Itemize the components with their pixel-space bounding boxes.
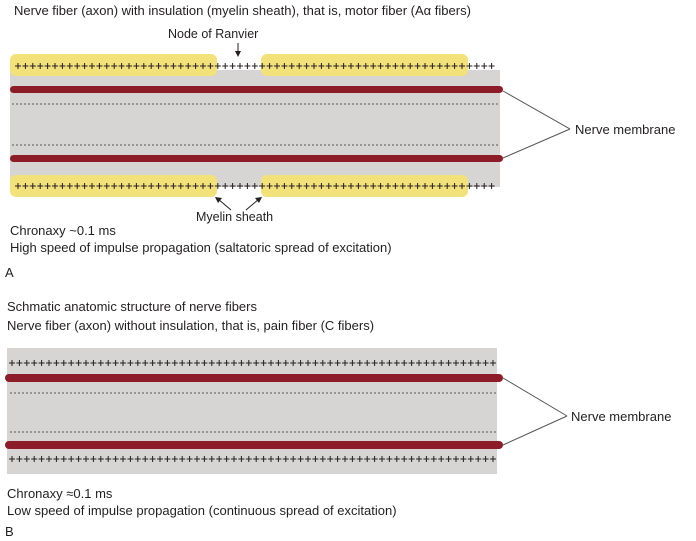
membrane-pointer-top-a — [502, 90, 571, 130]
myelin-sheath-label: Myelin sheath — [196, 210, 274, 224]
panel-a-membrane-label: Nerve membrane — [575, 122, 676, 137]
membrane-pointer-bottom-a — [502, 128, 571, 159]
panel-a-speed: High speed of impulse propagation (salta… — [10, 240, 392, 255]
positive-charges-bottom-a — [15, 183, 495, 189]
myelin-segment-top-left — [10, 54, 217, 76]
panel-b-heading: Schmatic anatomic structure of nerve fib… — [7, 299, 257, 314]
positive-charges-top-a — [15, 63, 495, 69]
membrane-bottom-b — [5, 441, 503, 449]
membrane-top-a — [10, 86, 503, 93]
panel-a-chronaxy: Chronaxy ~0.1 ms — [10, 223, 116, 238]
panel-b-title: Nerve fiber (axon) without insulation, t… — [7, 318, 375, 333]
panel-b-letter: B — [5, 524, 14, 539]
panel-b-membrane-label: Nerve membrane — [571, 409, 672, 424]
sheath-arrow-left — [217, 198, 232, 211]
node-of-ranvier-label: Node of Ranvier — [168, 27, 259, 41]
panel-b-chronaxy: Chronaxy ≈0.1 ms — [7, 486, 113, 501]
unmyelinated-axon-body — [7, 348, 497, 474]
sheath-arrow-right — [245, 198, 260, 211]
positive-charges-bottom-b — [9, 456, 496, 462]
myelin-segment-top-right — [261, 54, 468, 76]
node-arrow-head — [235, 51, 241, 57]
panel-b-speed: Low speed of impulse propagation (contin… — [7, 503, 397, 518]
positive-charges-top-b — [9, 360, 496, 366]
panel-a-title: Nerve fiber (axon) with insulation (myel… — [14, 3, 471, 18]
membrane-top-b — [5, 374, 503, 382]
membrane-pointer-top-b — [502, 377, 568, 417]
panel-a-letter: A — [5, 265, 14, 280]
sheath-arrow-right-head — [255, 197, 262, 203]
membrane-bottom-a — [10, 155, 503, 162]
sheath-arrow-left-head — [215, 197, 222, 203]
membrane-pointer-bottom-b — [502, 415, 568, 446]
